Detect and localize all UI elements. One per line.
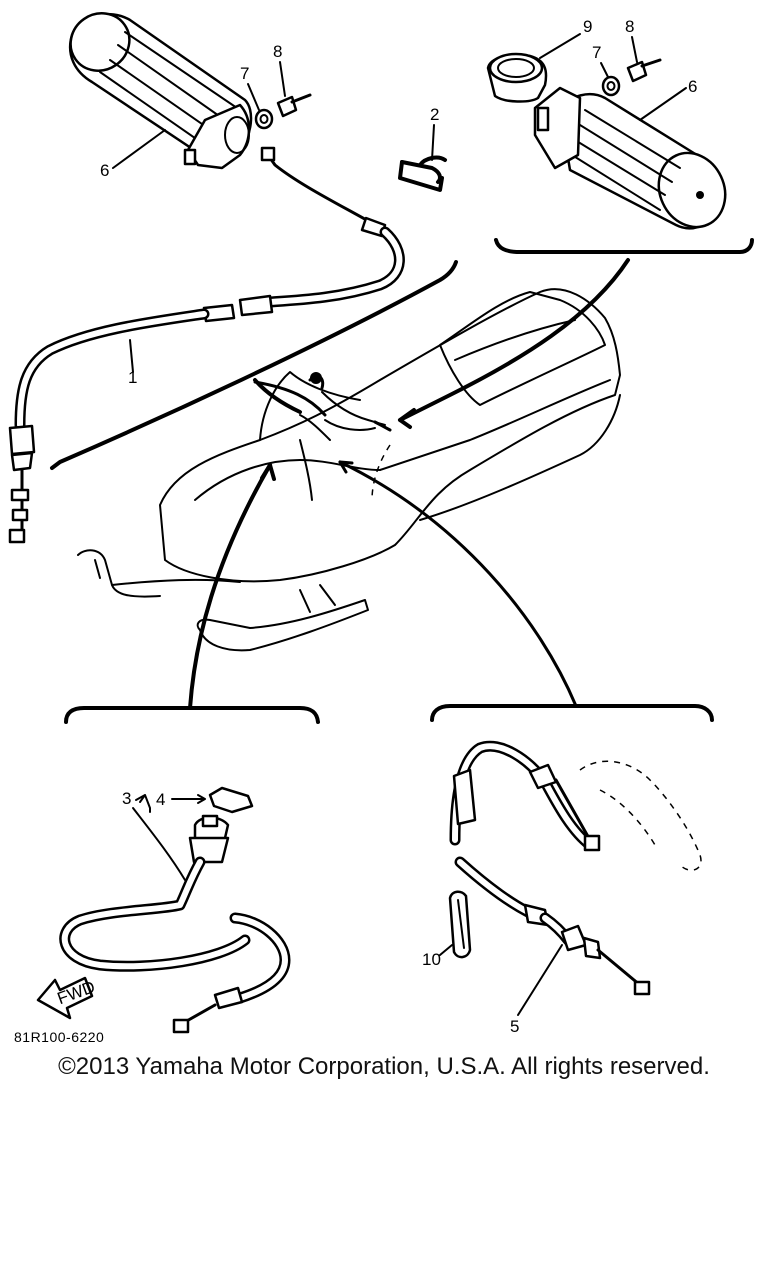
exploded-view-drawing: 6 7 8 1 2	[8, 12, 754, 1045]
leader-10	[439, 944, 453, 956]
leader-4	[171, 794, 206, 804]
callout-8-right: 8	[625, 17, 634, 36]
copyright-notice: ©2013 Yamaha Motor Corporation, U.S.A. A…	[58, 1053, 710, 1080]
leader-6-right	[639, 87, 687, 121]
leader-9	[539, 33, 581, 59]
leader-7-right	[600, 62, 609, 78]
callout-9: 9	[583, 17, 592, 36]
brake-cable-assembly	[448, 740, 702, 996]
right-grip-assembly	[486, 52, 727, 230]
choke-cable-assembly	[59, 786, 291, 1034]
leader-5	[517, 944, 563, 1016]
throttle-cable	[8, 146, 405, 544]
callout-5: 5	[510, 1017, 519, 1036]
leader-2	[431, 124, 435, 161]
leader-6-left	[112, 129, 166, 169]
routing-guide-line	[371, 444, 391, 501]
handlebar-wires	[299, 372, 392, 501]
leader-8-right	[631, 36, 638, 63]
callout-4: 4	[156, 790, 165, 809]
leader-7-left	[247, 83, 260, 111]
callout-7-right: 7	[592, 43, 601, 62]
callout-6-right: 6	[688, 77, 697, 96]
callout-2: 2	[430, 105, 439, 124]
leader-3	[132, 807, 186, 881]
retaining-clip	[398, 155, 447, 192]
callout-3: 3	[122, 789, 131, 808]
leader-3-bracket	[135, 794, 151, 813]
callout-1: 1	[128, 368, 137, 387]
drawing-code: 81R100-6220	[14, 1029, 104, 1045]
callout-6-left: 6	[100, 161, 109, 180]
callout-7-left: 7	[240, 64, 249, 83]
forward-arrow-icon: FWD	[36, 976, 98, 1020]
callout-10: 10	[422, 950, 441, 969]
section-frames	[50, 238, 754, 724]
left-grip-assembly	[68, 12, 312, 170]
section-leader-lines	[188, 258, 630, 710]
leader-8-left	[279, 61, 286, 97]
callout-8-left: 8	[273, 42, 282, 61]
